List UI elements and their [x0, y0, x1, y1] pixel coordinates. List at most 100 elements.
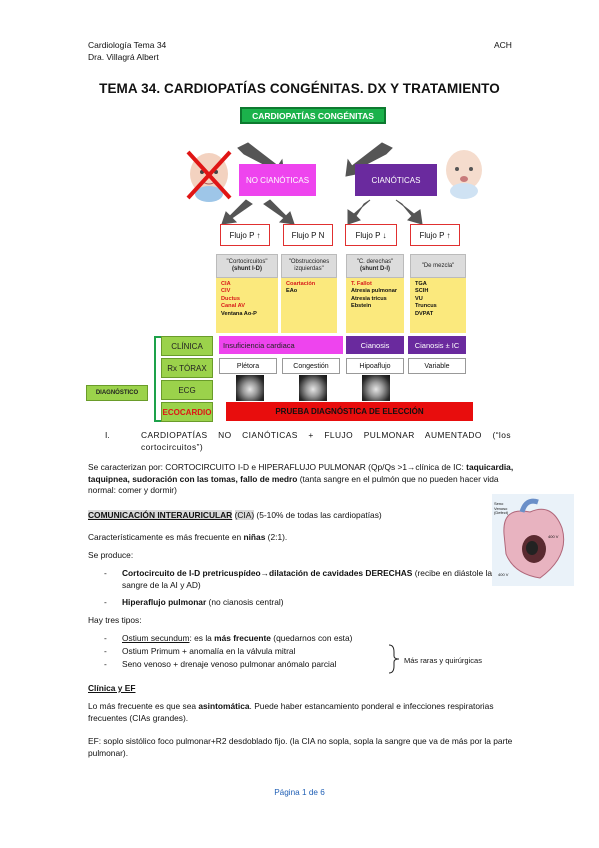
rx-label: Hipoaflujo: [346, 358, 404, 374]
list-item: CIV: [221, 288, 231, 295]
list-item: Hiperaflujo pulmonar (no cianosis centra…: [122, 597, 284, 609]
baby-image: [442, 146, 486, 200]
cia-title: COMUNICACIÓN INTERAURICULAR: [88, 510, 233, 520]
text-span: Se caracterizan por: CORTOCIRCUITO I-D e…: [88, 462, 408, 472]
cardiopathy-list: TGA SCIH VU Truncus DVPAT: [410, 278, 466, 333]
text-span: . Puede haber estancamiento ponderal e i…: [88, 701, 494, 723]
type-name: "De mezcla": [421, 262, 455, 269]
type-sub: (shunt I-D): [232, 266, 262, 272]
cardiopathy-list: Coartación EAo: [281, 278, 337, 333]
text-span: Lo más frecuente es que sea: [88, 701, 199, 711]
list-item: Atresia pulmonar: [351, 288, 398, 295]
clinica-cianosis-ic-bar: Cianosis ± IC: [408, 336, 466, 354]
header-author: Dra. Villagrá Albert: [88, 52, 159, 62]
text-bold: niñas: [243, 532, 266, 542]
list-item: Canal AV: [221, 303, 245, 310]
type-box: "Cortocircuitos" (shunt I-D): [216, 254, 278, 278]
flujo-box: Flujo P ↑: [410, 224, 460, 246]
text-span: (recibe en diástole la sangre de la AI y…: [122, 568, 492, 590]
list-item: EAo: [286, 288, 298, 295]
cardiopathy-list: CIA CIV Ductus Canal AV Ventana Ao-P: [216, 278, 278, 333]
paragraph-intro: Se caracterizan por: CORTOCIRCUITO I-D e…: [88, 462, 516, 497]
xray-image: [299, 375, 327, 401]
cia-pct: (5-10% de todas las cardiopatías): [254, 510, 382, 520]
list-item: DVPAT: [415, 310, 434, 317]
text-span: Característicamente es más frecuente en: [88, 532, 244, 542]
row-ecocardio: ECOCARDIO: [161, 402, 213, 422]
text-span: (tanta sangre en el pulmón que no pueden…: [88, 473, 499, 496]
diagnostico-label: DIAGNÓSTICO: [86, 385, 148, 401]
bullet-dash: -: [104, 646, 107, 656]
heart-label: 400 V: [498, 572, 509, 577]
list-item: Ostium secundum: es la más frecuente (qu…: [122, 633, 352, 645]
text-span: (2:1).: [265, 532, 288, 542]
header-course: Cardiología Tema 34: [88, 40, 167, 50]
heart-label: Seno Venoso (Defect): [494, 501, 509, 515]
diagram-root: CARDIOPATÍAS CONGÉNITAS: [240, 107, 386, 124]
text-bold: Cortocircuito de I-D pretricuspídeo→dila…: [122, 568, 413, 578]
type-sub: (shunt D-I): [360, 266, 390, 272]
bullet-dash: -: [104, 659, 107, 669]
text-span: clínica de IC:: [415, 462, 464, 472]
rx-label: Congestión: [282, 358, 340, 374]
clinica-cianosis-bar: Cianosis: [346, 336, 404, 354]
diagnostico-brace: [154, 336, 161, 422]
type-name: "Cortocircuitos": [226, 259, 268, 265]
type-box: "C. derechas" (shunt D-I): [346, 254, 404, 278]
page-title: TEMA 34. CARDIOPATÍAS CONGÉNITAS. DX Y T…: [99, 81, 500, 96]
list-item: Ebstein: [351, 303, 372, 310]
flujo-box: Flujo P ↑: [220, 224, 270, 246]
text-underline: Ostium secundum: [122, 633, 190, 643]
cia-heading: COMUNICACIÓN INTERAURICULAR (CIA) (5-10%…: [88, 510, 382, 522]
text-bold: Hiperaflujo pulmonar: [122, 597, 207, 607]
rx-label: Plétora: [219, 358, 277, 374]
baby-image-crossed: [184, 148, 234, 203]
page-number: Página 1 de 6: [274, 788, 325, 797]
cardiopathy-list: T. Fallot Atresia pulmonar Atresia tricu…: [346, 278, 404, 333]
text-span: : es la: [189, 633, 215, 643]
header-initials: ACH: [494, 40, 512, 50]
produce-label: Se produce:: [88, 550, 134, 560]
paragraph-clinica: Lo más frecuente es que sea asintomática…: [88, 701, 516, 724]
row-clinica: CLÍNICA: [161, 336, 213, 356]
paragraph-ef: EF: soplo sistólico foco pulmonar+R2 des…: [88, 736, 513, 758]
type-name: "C. derechas": [356, 259, 394, 265]
type-name: "Obstrucciones izquierdas": [288, 259, 330, 272]
brace-icon: [388, 644, 400, 674]
text-bold: más frecuente: [214, 633, 271, 643]
list-item: VU: [415, 295, 423, 302]
row-rx-torax: Rx TÓRAX: [161, 358, 213, 378]
type-box: "Obstrucciones izquierdas": [281, 254, 337, 278]
section-number: I.: [105, 430, 110, 440]
arrow-glyph: →: [407, 462, 416, 472]
cia-abbr: (CIA): [234, 510, 255, 520]
clinica-heading: Clínica y EF: [88, 683, 136, 693]
list-item: Coartación: [286, 281, 316, 287]
list-item: TGA: [415, 281, 427, 287]
rx-label: Variable: [408, 358, 466, 374]
xray-image: [236, 375, 264, 401]
list-item: Cortocircuito de I-D pretricuspídeo→dila…: [122, 568, 516, 591]
list-item: Ventana Ao-P: [221, 310, 257, 317]
bullet-dash: -: [104, 633, 107, 643]
no-cianoticas-box: NO CIANÓTICAS: [239, 164, 316, 196]
text-bold: asintomática: [198, 701, 250, 711]
list-item: Truncus: [415, 303, 437, 310]
text-span: (no cianosis central): [206, 597, 284, 607]
heart-illustration: Seno Venoso (Defect) 400 V 400 V: [492, 494, 574, 586]
list-item: SCIH: [415, 288, 429, 295]
bullet-dash: -: [104, 597, 107, 607]
xray-image: [362, 375, 390, 401]
tipos-label: Hay tres tipos:: [88, 615, 142, 625]
heart-label: 400 V: [548, 534, 559, 539]
list-item: T. Fallot: [351, 281, 372, 287]
frequency-text: Característicamente es más frecuente en …: [88, 532, 287, 544]
list-item: CIA: [221, 281, 231, 287]
brace-note: Más raras y quirúrgicas: [404, 656, 482, 665]
bullet-dash: -: [104, 568, 107, 578]
eco-bar: PRUEBA DIAGNÓSTICA DE ELECCIÓN: [226, 402, 473, 421]
row-ecg: ECG: [161, 380, 213, 400]
flujo-box: Flujo P ↓: [345, 224, 397, 246]
text-bold: taquicardia, taquipnea, sudoración con l…: [88, 462, 514, 484]
list-item: Ostium Primum + anomalía en la válvula m…: [122, 646, 296, 656]
